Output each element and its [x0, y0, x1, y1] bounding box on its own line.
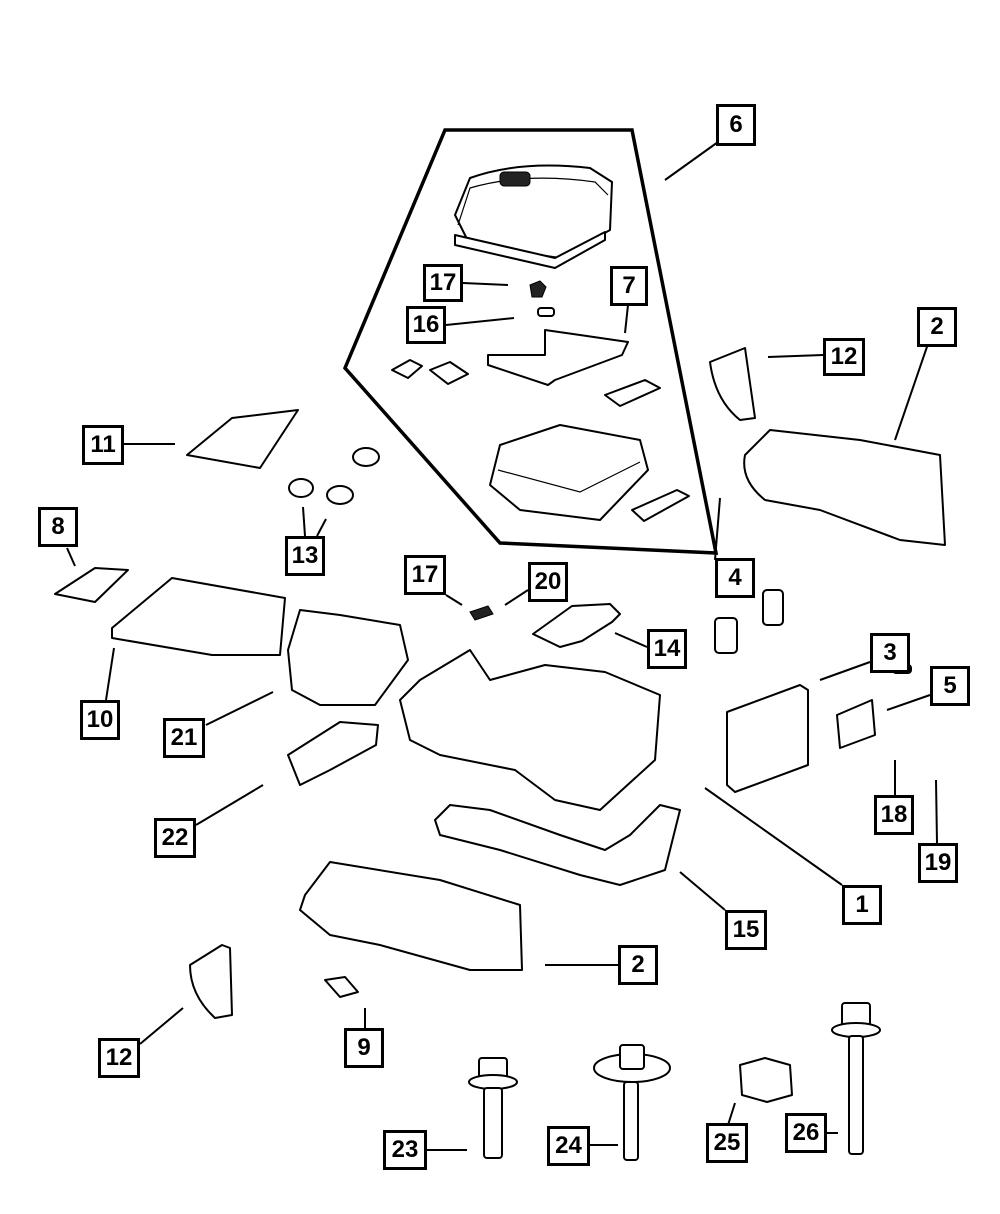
side-panel-left	[299, 861, 523, 971]
armrest-lid	[454, 164, 613, 269]
bolt-part	[468, 1057, 518, 1159]
top-panel	[111, 577, 286, 656]
outlet-bracket	[836, 699, 876, 749]
leader-13b	[316, 518, 327, 537]
support-bracket	[434, 804, 681, 886]
callout-15[interactable]: 15	[725, 910, 767, 950]
leader-14	[614, 632, 648, 648]
label-plate	[324, 976, 359, 998]
callout-3[interactable]: 3	[870, 633, 910, 673]
callout-19[interactable]: 19	[918, 843, 958, 883]
end-cap-upper	[709, 347, 756, 421]
leader-8	[66, 547, 76, 567]
callout-24[interactable]: 24	[547, 1126, 590, 1166]
leader-16	[445, 317, 515, 326]
leader-5	[886, 694, 931, 711]
callout-2[interactable]: 2	[618, 945, 658, 985]
bracket-part	[287, 721, 379, 786]
knob-parts	[288, 447, 380, 505]
bezel-part	[186, 409, 299, 469]
callout-13[interactable]: 13	[285, 536, 325, 576]
callout-23[interactable]: 23	[383, 1130, 427, 1170]
leader-6	[664, 141, 719, 181]
callout-6[interactable]: 6	[716, 104, 756, 146]
leader-13a	[302, 506, 306, 537]
leader-4	[714, 497, 721, 561]
leader-22	[195, 784, 264, 826]
callout-2[interactable]: 2	[917, 307, 957, 347]
side-panel-right	[743, 429, 946, 546]
leader-10	[105, 647, 115, 701]
mat-liner	[532, 603, 621, 648]
callout-14[interactable]: 14	[647, 629, 687, 669]
pin-part	[537, 307, 555, 317]
armrest-base	[489, 424, 690, 522]
hinge-bracket-parts	[714, 589, 784, 654]
long-bolt-part	[831, 1002, 881, 1155]
callout-16[interactable]: 16	[406, 306, 446, 344]
leader-25	[727, 1102, 736, 1126]
leader-20	[504, 589, 529, 606]
callout-17[interactable]: 17	[423, 264, 463, 302]
callout-22[interactable]: 22	[154, 818, 196, 858]
leader-17b	[445, 594, 463, 606]
leader-19	[935, 779, 938, 844]
leader-7	[624, 304, 629, 334]
end-cap-lower	[189, 944, 233, 1019]
shifter-cupholder	[287, 609, 409, 706]
leader-21	[205, 691, 274, 726]
callout-12[interactable]: 12	[823, 338, 865, 376]
callout-1[interactable]: 1	[842, 885, 882, 925]
callout-11[interactable]: 11	[82, 425, 124, 465]
leader-15	[679, 871, 726, 911]
callout-5[interactable]: 5	[930, 666, 970, 706]
rear-panel	[726, 684, 809, 793]
callout-12[interactable]: 12	[98, 1038, 140, 1078]
clip-fastener-part	[469, 605, 494, 621]
armrest-assembly-group-outline	[342, 128, 719, 555]
tray-part	[54, 567, 129, 603]
callout-18[interactable]: 18	[874, 795, 914, 835]
nut-part	[739, 1057, 793, 1103]
leader-3	[819, 661, 871, 681]
callout-10[interactable]: 10	[80, 700, 120, 740]
callout-26[interactable]: 26	[785, 1113, 827, 1153]
callout-7[interactable]: 7	[610, 266, 648, 306]
callout-20[interactable]: 20	[528, 562, 568, 602]
leader-12a	[767, 354, 824, 358]
mat-part	[487, 329, 629, 386]
leader-1	[704, 787, 843, 886]
callout-8[interactable]: 8	[38, 507, 78, 547]
callout-9[interactable]: 9	[344, 1028, 384, 1068]
latch-parts	[391, 359, 661, 407]
leader-2a	[894, 337, 931, 441]
leader-12b	[139, 1007, 184, 1045]
callout-21[interactable]: 21	[163, 718, 205, 758]
callout-25[interactable]: 25	[706, 1123, 748, 1163]
clip-part	[529, 280, 547, 298]
bolt-washer-part	[593, 1044, 671, 1161]
callout-4[interactable]: 4	[715, 558, 755, 598]
leader-17a	[462, 282, 509, 286]
console-base	[399, 649, 661, 811]
callout-17[interactable]: 17	[404, 555, 446, 595]
